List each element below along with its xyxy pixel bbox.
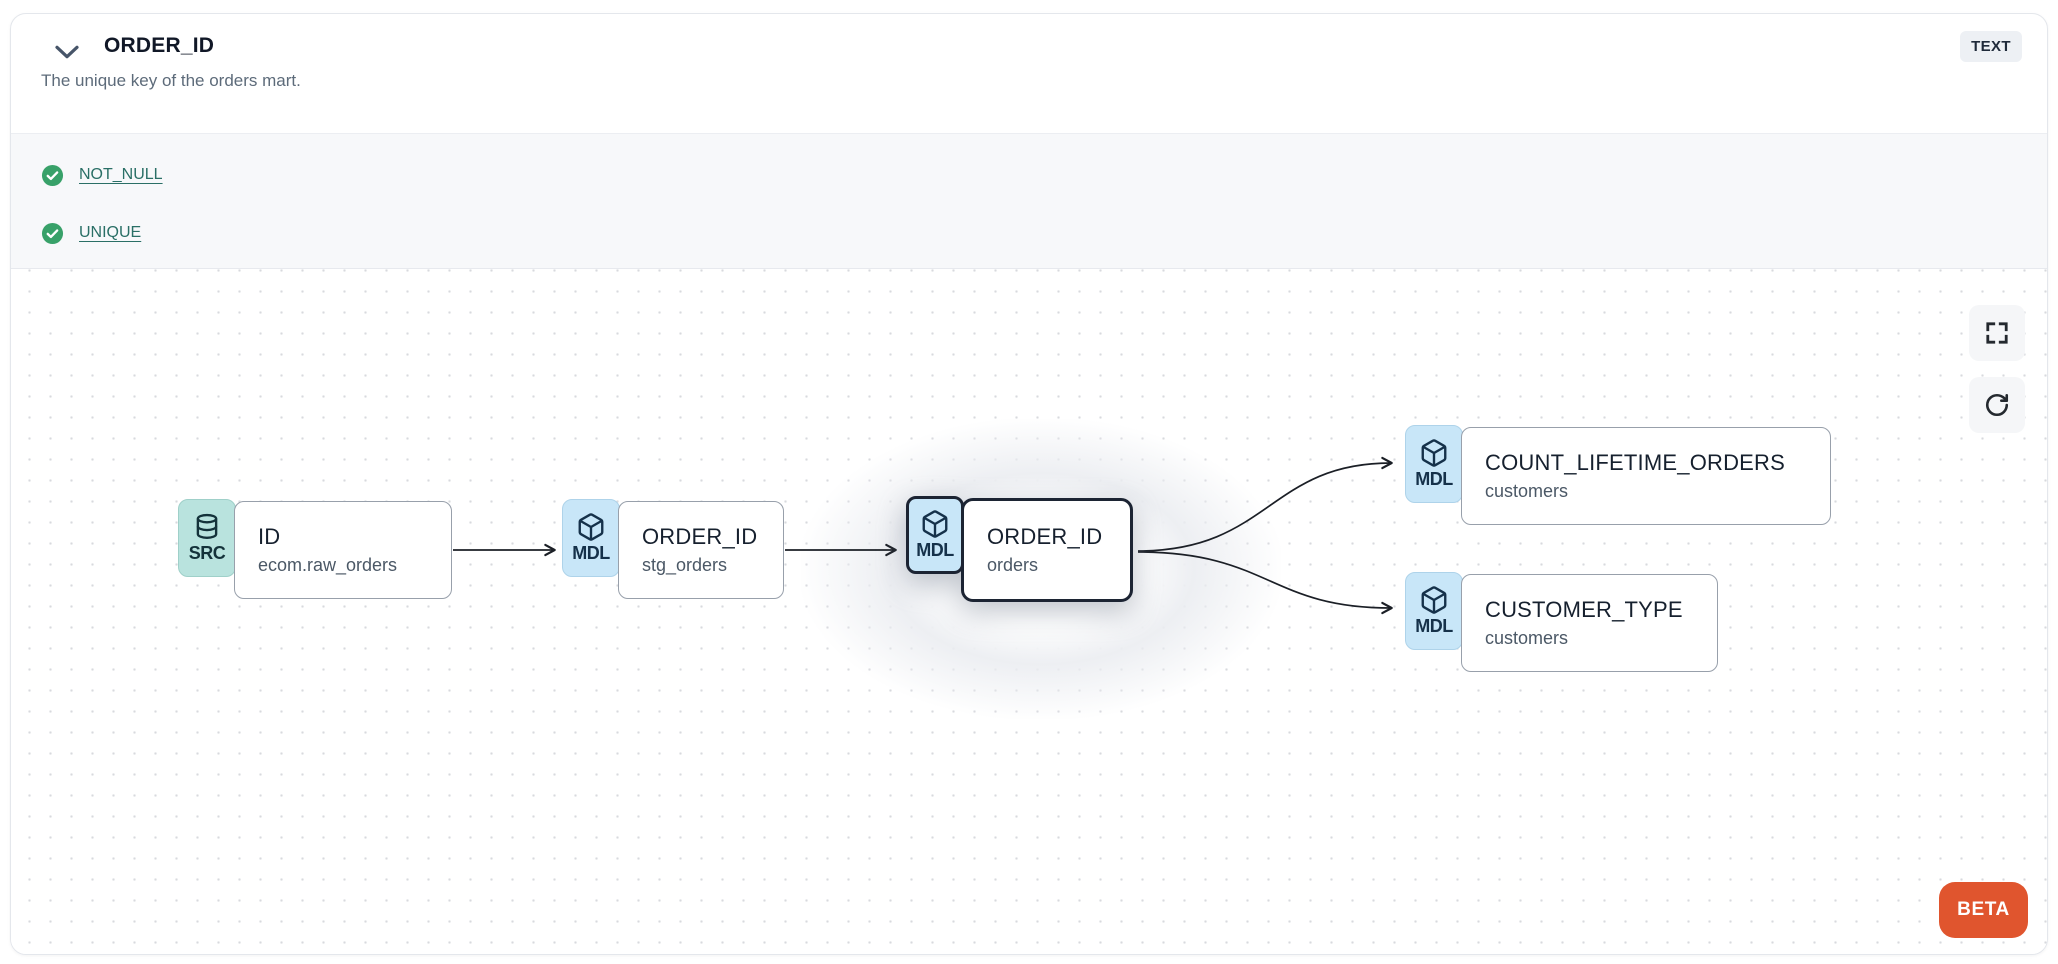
test-row: NOT_NULL xyxy=(41,158,2047,192)
column-details-panel: ORDER_ID TEXT The unique key of the orde… xyxy=(10,13,2048,955)
node-model-name: orders xyxy=(987,555,1039,575)
check-circle-icon xyxy=(41,164,64,187)
canvas-controls xyxy=(1969,305,2025,433)
lineage-node-customer-type[interactable]: MDL CUSTOMER_TYPE customers xyxy=(1405,572,1718,672)
node-type-badge: MDL xyxy=(1405,425,1463,503)
model-box-icon xyxy=(578,513,604,541)
node-column-name: COUNT_LIFETIME_ORDERS xyxy=(1485,450,1786,475)
node-card: ID ecom.raw_orders xyxy=(234,501,452,599)
column-type-badge: TEXT xyxy=(1960,31,2022,62)
test-link-unique[interactable]: UNIQUE xyxy=(79,224,142,241)
test-row: UNIQUE xyxy=(41,216,2047,250)
node-column-name: CUSTOMER_TYPE xyxy=(1485,597,1683,622)
column-description: The unique key of the orders mart. xyxy=(41,71,301,90)
tests-section: NOT_NULL UNIQUE xyxy=(11,133,2047,269)
edge-orders-to-count xyxy=(1137,456,1393,552)
node-card: ORDER_ID orders xyxy=(961,498,1133,602)
node-type-badge: MDL xyxy=(1405,572,1463,650)
lineage-node-order-id-orders-selected[interactable]: MDL ORDER_ID orders xyxy=(906,496,1133,602)
beta-badge: BETA xyxy=(1939,882,2028,938)
node-column-name: ID xyxy=(258,524,281,549)
node-card: COUNT_LIFETIME_ORDERS customers xyxy=(1461,427,1831,525)
lineage-node-order-id-stg-orders[interactable]: MDL ORDER_ID stg_orders xyxy=(562,499,784,599)
model-box-icon xyxy=(1421,439,1447,467)
model-box-icon xyxy=(922,510,948,538)
node-model-name: customers xyxy=(1485,481,1569,501)
database-icon xyxy=(196,513,218,539)
node-model-name: ecom.raw_orders xyxy=(258,555,398,575)
node-model-name: stg_orders xyxy=(642,555,728,575)
test-link-not-null[interactable]: NOT_NULL xyxy=(79,166,163,183)
refresh-button[interactable] xyxy=(1969,377,2025,433)
node-type-badge: MDL xyxy=(562,499,620,577)
node-type-badge: SRC xyxy=(178,499,236,577)
fullscreen-button[interactable] xyxy=(1969,305,2025,361)
lineage-node-count-lifetime-orders[interactable]: MDL COUNT_LIFETIME_ORDERS customers xyxy=(1405,425,1831,525)
lineage-edges xyxy=(453,456,1393,615)
edge-orders-to-type xyxy=(1137,551,1393,615)
refresh-icon xyxy=(1985,393,2009,417)
check-circle-icon xyxy=(41,222,64,245)
node-model-name: customers xyxy=(1485,628,1569,648)
panel-header: ORDER_ID TEXT The unique key of the orde… xyxy=(11,14,2047,90)
node-column-name: ORDER_ID xyxy=(642,524,758,549)
column-title: ORDER_ID xyxy=(104,34,215,57)
chevron-down-icon[interactable] xyxy=(51,36,83,62)
node-card: CUSTOMER_TYPE customers xyxy=(1461,574,1718,672)
node-card: ORDER_ID stg_orders xyxy=(618,501,784,599)
lineage-canvas[interactable]: SRC ID ecom.raw_orders MDL ORDER_ID stg_… xyxy=(11,269,2047,954)
lineage-node-id-raw-orders[interactable]: SRC ID ecom.raw_orders xyxy=(178,499,452,599)
node-type-badge: MDL xyxy=(906,496,964,574)
fullscreen-icon xyxy=(1986,322,2008,344)
node-column-name: ORDER_ID xyxy=(987,524,1103,549)
model-box-icon xyxy=(1421,586,1447,614)
